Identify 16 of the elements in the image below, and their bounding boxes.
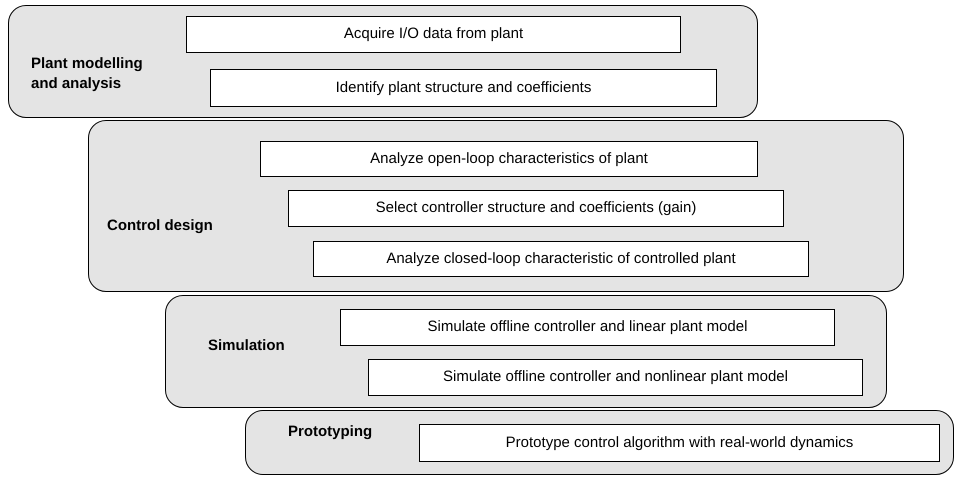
stage-panel xyxy=(88,120,904,292)
step-box: Identify plant structure and coefficients xyxy=(210,69,717,107)
step-box: Prototype control algorithm with real-world dynamics xyxy=(419,424,940,462)
stage-panel xyxy=(165,295,887,408)
step-box: Analyze closed-loop characteristic of controlled plant xyxy=(313,241,809,277)
stage-panel xyxy=(8,5,758,118)
step-box: Simulate offline controller and nonlinear plant model xyxy=(368,359,863,396)
stage-label: Prototyping xyxy=(288,422,374,442)
step-box: Acquire I/O data from plant xyxy=(186,16,681,53)
stage-label: Plant modelling and analysis xyxy=(31,54,144,94)
stage-label: Control design xyxy=(107,216,214,236)
stage-panel xyxy=(245,410,954,475)
step-box: Simulate offline controller and linear plant model xyxy=(340,309,835,346)
stage-label: Simulation xyxy=(208,336,286,356)
step-box: Analyze open-loop characteristics of plant xyxy=(260,141,758,177)
step-box: Select controller structure and coefficients (gain) xyxy=(288,190,784,227)
